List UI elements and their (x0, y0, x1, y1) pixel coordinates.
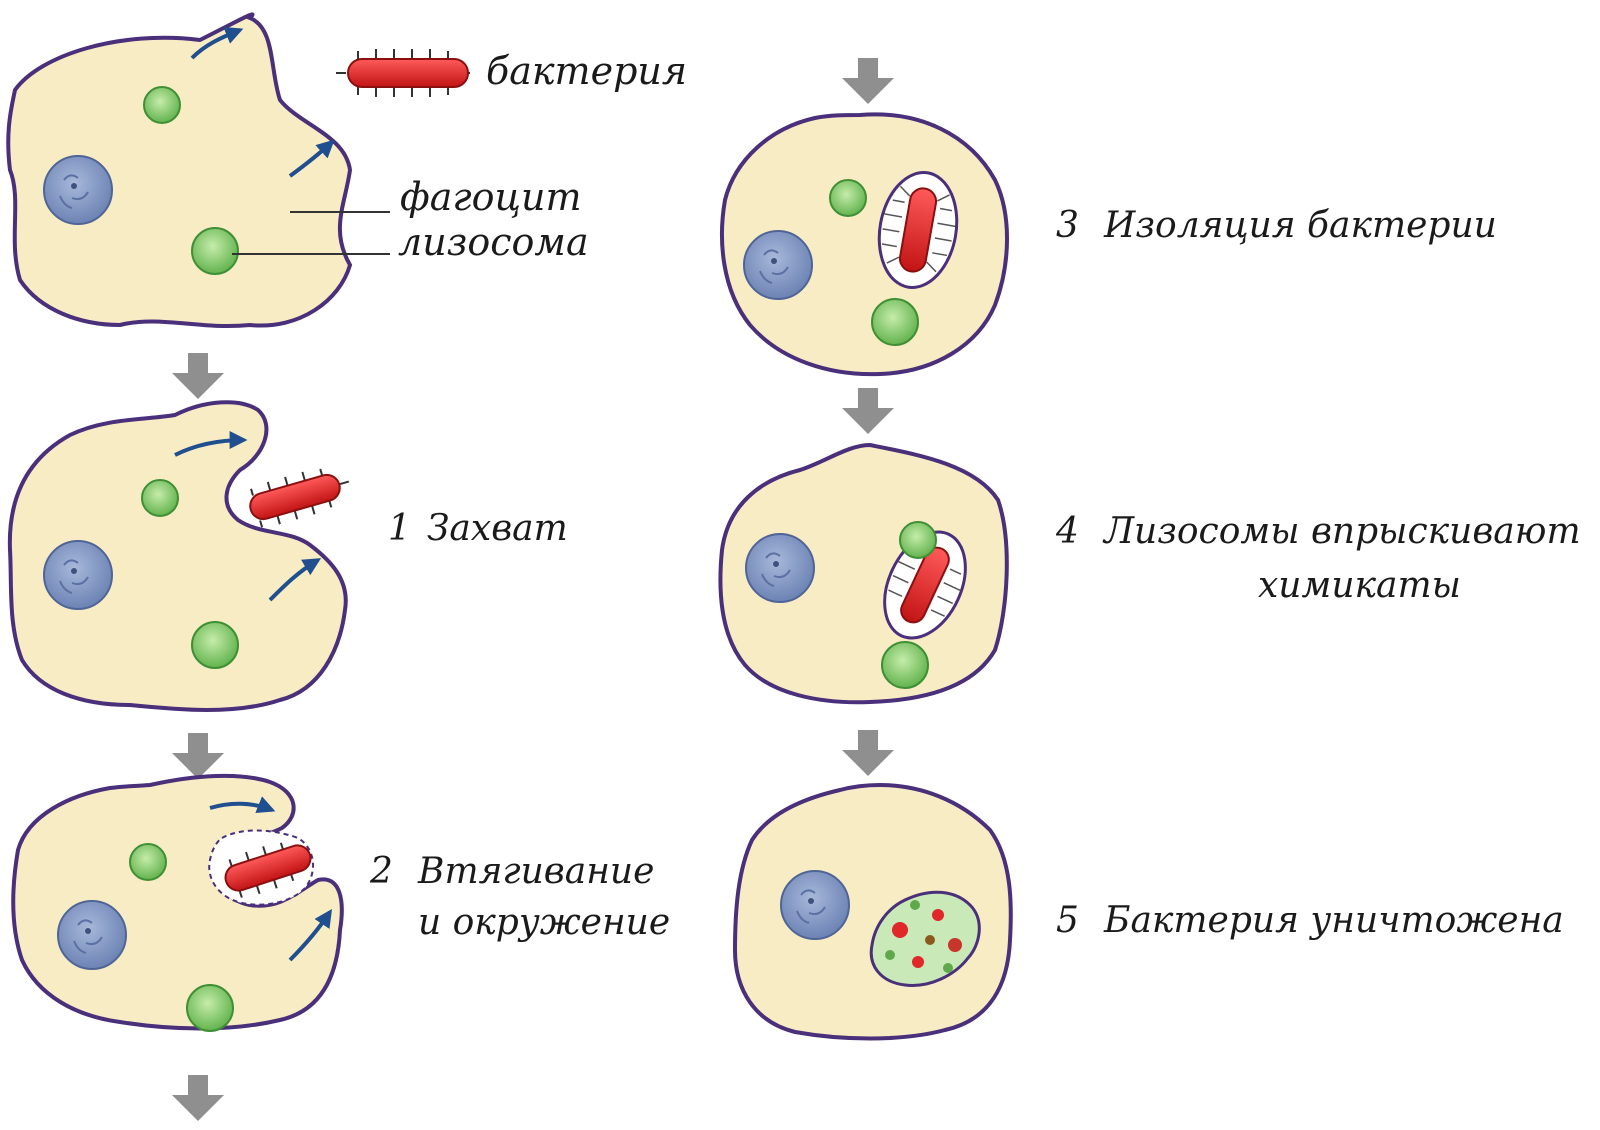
cell-inject-nucleus (746, 534, 814, 602)
legend-bacterium: бактерия (336, 49, 687, 97)
step1-label: 1 Захват (388, 508, 568, 549)
cell-inject (720, 445, 1006, 702)
step4-number: 4 (1055, 511, 1079, 552)
cell-isolation-nucleus (744, 231, 812, 299)
cell-isolation-lysosome (830, 180, 866, 216)
step4-label: 4 Лизосомы впрыскивают химикаты (1055, 511, 1581, 606)
legend-bacterium-label: бактерия (486, 49, 687, 93)
flow-arrow (172, 733, 224, 779)
cell-inject-lysosome (882, 642, 928, 688)
cell-capture-nucleus (44, 541, 112, 609)
flow-arrow (172, 1075, 224, 1121)
cell-initial-nucleus (44, 156, 112, 224)
cell-capture-bacterium (245, 460, 355, 530)
cell-initial-lysosome (192, 228, 238, 274)
step1-number: 1 (388, 508, 411, 549)
legend-phagocyte-label: фагоцит (400, 175, 582, 219)
step2-line2: и окружение (418, 902, 670, 943)
step3-label: 3 Изоляция бактерии (1056, 205, 1497, 246)
cell-engulf-nucleus (58, 901, 126, 969)
step4-line2: химикаты (1258, 565, 1461, 606)
step5-text: Бактерия уничтожена (1103, 900, 1564, 941)
cell-initial-lysosome (144, 87, 180, 123)
cell-isolation (722, 114, 1007, 374)
cell-engulf (13, 776, 342, 1031)
cell-engulf-lysosome (130, 844, 166, 880)
cell-engulf-membrane (13, 776, 342, 1029)
cell-engulf-lysosome (187, 985, 233, 1031)
step5-number: 5 (1056, 900, 1079, 941)
step2-label: 2 Втягивание и окружение (369, 851, 670, 943)
step2-line1: Втягивание (417, 851, 654, 892)
cell-destroyed-nucleus (781, 871, 849, 939)
cell-inject-lysosome (900, 522, 936, 558)
step3-text: Изоляция бактерии (1103, 205, 1497, 246)
flow-arrow (842, 58, 894, 104)
cell-isolation-lysosome (872, 299, 918, 345)
cell-capture-lysosome (142, 480, 178, 516)
step1-text: Захват (427, 508, 568, 549)
cell-capture (10, 402, 355, 710)
step3-number: 3 (1056, 205, 1079, 246)
cell-destroyed (735, 785, 1011, 1039)
legend-bacterium-icon (336, 49, 470, 97)
cell-capture-lysosome (192, 622, 238, 668)
step2-number: 2 (369, 851, 393, 892)
step4-line1: Лизосомы впрыскивают (1102, 511, 1581, 552)
flow-arrow (172, 353, 224, 399)
flow-arrow (842, 730, 894, 776)
legend-lysosome-label: лизосома (398, 220, 589, 264)
flow-arrow (842, 388, 894, 434)
step5-label: 5 Бактерия уничтожена (1056, 900, 1564, 941)
